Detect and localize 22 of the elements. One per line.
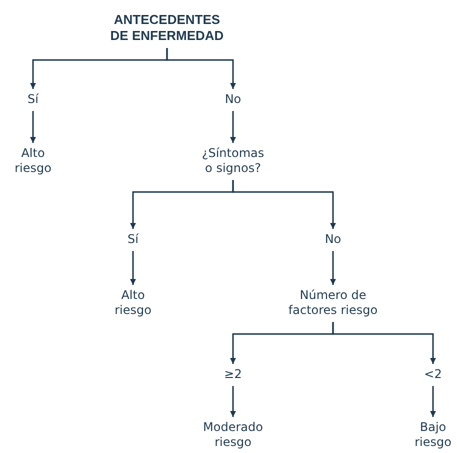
flow-label: Moderado riesgo — [197, 420, 269, 450]
arrow — [430, 386, 436, 417]
arrow — [330, 251, 336, 285]
heading: ANTECEDENTES DE ENFERMEDAD — [106, 12, 228, 44]
flow-label: ≥2 — [213, 367, 253, 382]
flow-label: ¿Síntomas o signos? — [198, 146, 268, 176]
flow-label: Alto riesgo — [108, 288, 158, 318]
flow-label: Sí — [113, 232, 153, 247]
flow-label: Número de factores riesgo — [280, 288, 386, 318]
arrow — [130, 251, 136, 285]
flow-label: No — [313, 232, 353, 247]
arrow — [166, 48, 236, 89]
arrow — [230, 386, 236, 417]
flow-label: Alto riesgo — [8, 146, 58, 176]
arrow — [232, 180, 336, 229]
arrow — [230, 111, 236, 143]
flow-label: No — [213, 92, 253, 107]
arrow — [332, 322, 436, 364]
flow-label: Sí — [13, 92, 53, 107]
flow-label: <2 — [413, 367, 453, 382]
flow-label: Bajo riesgo — [410, 420, 456, 450]
arrow — [30, 111, 36, 143]
